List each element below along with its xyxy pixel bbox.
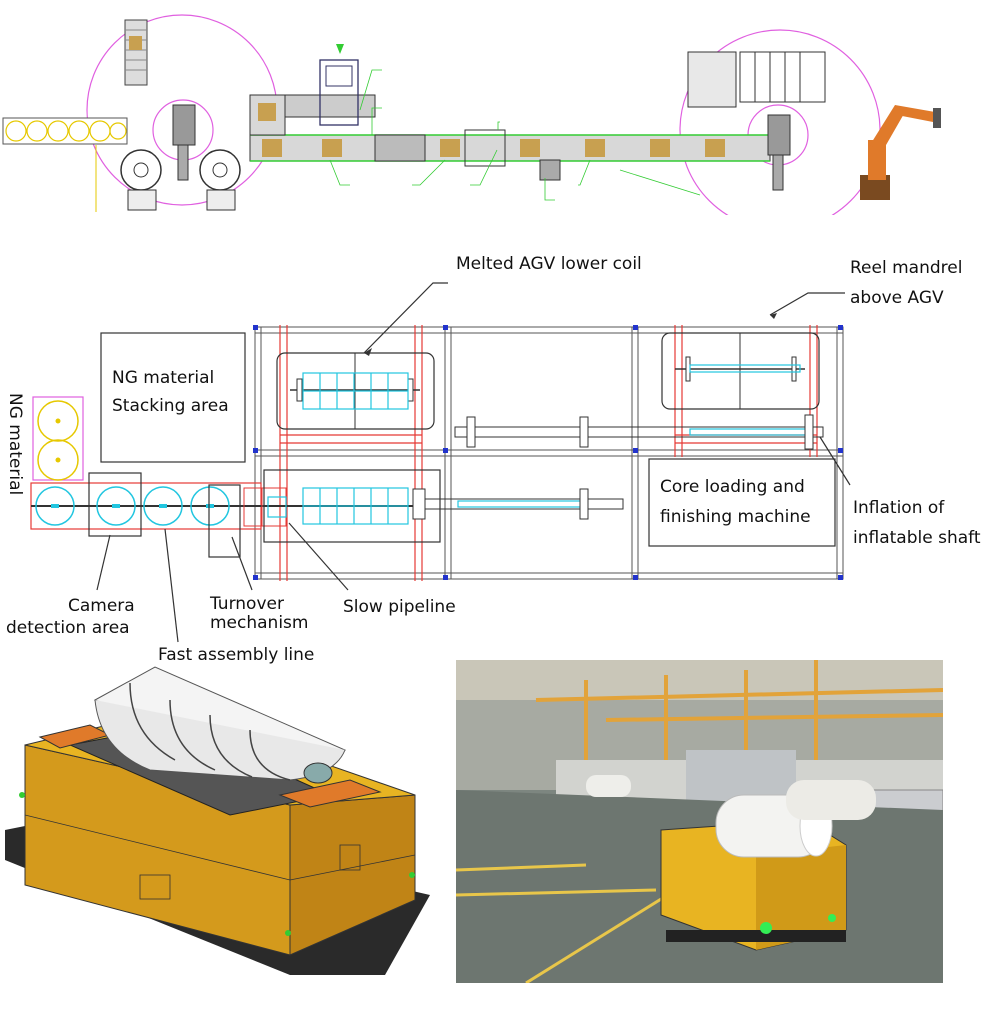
camera-label-line2: detection area [6, 618, 130, 638]
ng-material-vertical-label: NG material [5, 393, 25, 495]
factory-photo [456, 660, 943, 983]
roll-icon [93, 666, 347, 784]
camera-label-line1: Camera [68, 596, 135, 616]
inflation-label-line2: inflatable shaft [853, 528, 981, 548]
turnover-label-line1: Turnover [209, 594, 284, 614]
core-loading-label-line1: Core loading and [660, 477, 805, 497]
reel-mandrel-label-line1: Reel mandrel [850, 258, 962, 278]
fast-assembly-line-label: Fast assembly line [158, 645, 314, 665]
inflation-label-line1: Inflation of [853, 498, 945, 518]
reel-mandrel-label-line2: above AGV [850, 288, 944, 308]
melted-agv-label: Melted AGV lower coil [456, 254, 642, 274]
industrial-robot-icon [860, 105, 941, 200]
agv-3d-render [0, 655, 440, 980]
ng-stacking-label-line1: NG material [112, 368, 214, 388]
top-cad-layout [0, 0, 1001, 215]
turnover-label-line2: mechanism [210, 613, 308, 633]
slow-pipeline-label: Slow pipeline [343, 597, 456, 617]
core-loading-label-line2: finishing machine [660, 507, 811, 527]
agv-layout-diagram: NG material Stacking area NG material Co… [0, 245, 1001, 665]
ng-stacking-label-line2: Stacking area [112, 396, 229, 416]
